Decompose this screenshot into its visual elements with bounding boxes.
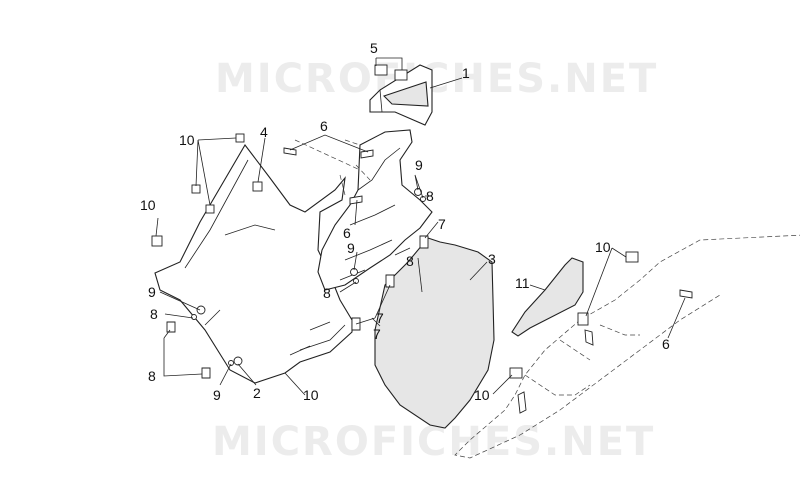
screw-6-far-right: [679, 289, 693, 299]
callout-6-right: 6: [662, 336, 670, 352]
callout-8-mid: 8: [323, 285, 331, 301]
screw-6-right: [360, 149, 374, 159]
part-3-shaded-panel: [374, 237, 495, 429]
clip-10-right-mid: [577, 312, 589, 326]
callout-10-right-upper: 10: [595, 239, 611, 255]
part-1-upper-bracket: [369, 64, 433, 126]
callout-6-top: 6: [320, 118, 328, 134]
callout-7-mid: 7: [376, 310, 384, 326]
callout-9-left: 9: [148, 284, 156, 300]
clip-10-mid: [191, 184, 201, 194]
washer-9-left: [196, 305, 206, 315]
nut-8-left: [191, 314, 197, 320]
callout-8-left: 8: [150, 306, 158, 322]
watermark-top: MICROFICHES.NET: [215, 56, 658, 102]
screw-4: [252, 181, 263, 192]
callout-10-upper-left: 10: [179, 132, 195, 148]
screw-7-bottom: [201, 367, 211, 379]
screw-7-mid: [385, 274, 395, 288]
screw-7-left: [166, 321, 176, 333]
nut-8-upper: [420, 196, 426, 202]
hardware: [151, 64, 693, 379]
leader-lines: [155, 57, 686, 396]
clip-5a: [374, 64, 388, 76]
clip-10-top: [235, 133, 245, 143]
callout-5: 5: [370, 40, 378, 56]
callout-9-bottom: 2: [253, 385, 261, 401]
nut-8-mid: [353, 278, 359, 284]
alignment-lines: [294, 139, 371, 196]
callout-8-right: 8: [406, 253, 414, 269]
clip-10-low: [205, 204, 215, 214]
callout-labels: 5 1 10 4 6 9 8 10 7 6 8 3 9 11 10 8 9 7 …: [140, 40, 670, 403]
callout-3: 3: [488, 251, 496, 267]
part-11-strip: [511, 257, 584, 337]
callout-7-upper: 7: [438, 216, 446, 232]
clip-10-lone: [151, 235, 163, 247]
watermark-bottom: MICROFICHES.NET: [212, 419, 655, 465]
callout-7-left: 8: [148, 368, 156, 384]
screw-6-lower: [349, 195, 363, 205]
clip-5b: [394, 69, 408, 81]
clip-10-right-lower: [509, 367, 523, 379]
callout-7-low: 7: [373, 326, 381, 342]
screw-6-left: [283, 147, 297, 156]
callout-8-upper: 8: [426, 188, 434, 204]
callout-10-left: 10: [140, 197, 156, 213]
callout-1: 1: [462, 65, 470, 81]
washer-9-bottom: [233, 356, 243, 366]
callout-11: 11: [515, 275, 530, 291]
callout-8-bottom: 9: [213, 387, 221, 403]
part-lower-frame: [454, 234, 800, 459]
callout-4: 4: [260, 124, 268, 140]
callout-6-mid: 6: [343, 225, 351, 241]
clip-10-right-upper: [625, 251, 639, 263]
nut-8-bottom: [228, 360, 234, 366]
callout-9-mid: 9: [347, 240, 355, 256]
callout-9-upper: 9: [415, 157, 423, 173]
callout-2: 10: [303, 387, 319, 403]
screw-7-upper: [419, 235, 429, 249]
callout-10-bottom: 10: [474, 387, 490, 403]
